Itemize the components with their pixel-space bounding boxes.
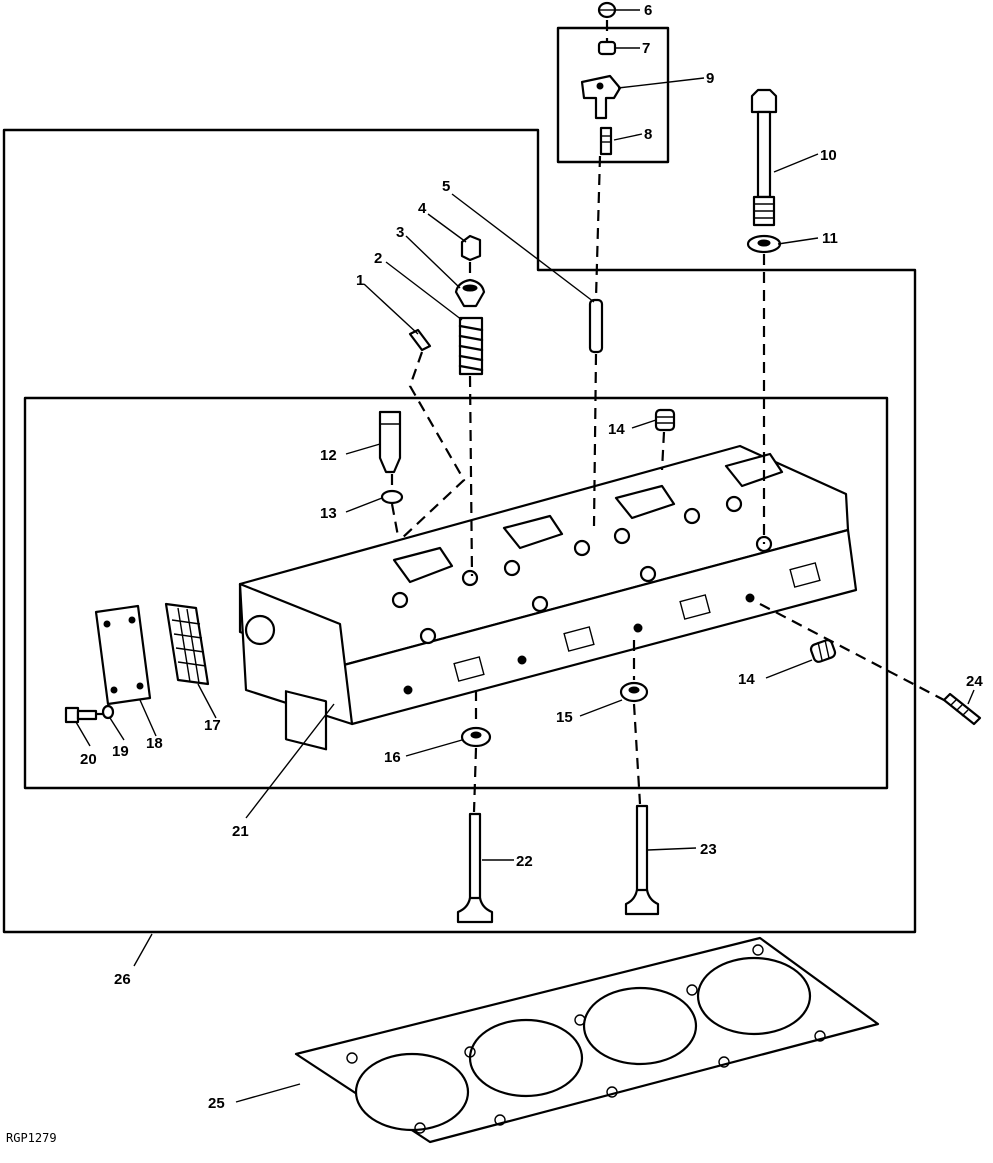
part-23-exhaust-valve [624,804,660,916]
part-17-gasket [164,602,210,686]
head-valve-bosses [391,495,773,645]
part-2-valve-spring [458,316,484,376]
head-ports [453,562,821,682]
callout-16: 16 [384,749,401,766]
callout-12: 12 [320,447,337,464]
part-5-dowel [588,298,604,354]
part-16-seal [460,726,492,748]
part-14-plug-top [654,408,676,432]
callout-17: 17 [204,717,221,734]
callout-18: 18 [146,735,163,752]
callout-24: 24 [966,673,983,690]
callout-1: 1 [356,272,364,289]
assembly-outline [2,128,917,934]
part-7-nut [597,40,617,56]
callout-13: 13 [320,505,337,522]
callout-4: 4 [418,200,427,217]
cylinder-head-frame [23,396,889,790]
part-4-keeper [460,234,482,262]
callout-26: 26 [114,971,131,988]
callout-9: 9 [706,70,714,87]
part-20-bolt [64,706,98,724]
callout-8: 8 [644,126,652,143]
part-3-retainer [454,278,486,308]
part-10-long-bolt [750,88,778,227]
part-21-cylinder-head [238,444,858,751]
part-9-bracket [580,74,622,120]
gasket-holes [346,944,826,1134]
callout-21: 21 [232,823,249,840]
part-6-cap [597,1,617,19]
part-19-washer [101,704,115,720]
callout-5: 5 [442,178,450,195]
assembly-dash-lines [96,20,945,813]
callout-3: 3 [396,224,404,241]
part-22-intake-valve [456,812,494,924]
gasket-bores [354,956,812,1132]
rocker-detail-box [556,26,670,164]
part-1-pin [408,328,432,352]
part-8-stud [599,126,613,156]
part-11-washer [746,234,782,254]
figure-code: RGP1279 [6,1131,57,1145]
callout-22: 22 [516,853,533,870]
part-25-head-gasket [294,936,880,1144]
callout-10: 10 [820,147,837,164]
part-12-sleeve [378,410,402,474]
part-18-cover-plate [94,604,152,706]
callout-2: 2 [374,250,382,267]
callout-7: 7 [642,40,650,57]
head-rocker-pads [392,452,784,584]
callout-11: 11 [822,230,838,247]
leader-lines [75,9,975,1103]
callout-20: 20 [80,751,97,768]
callout-19: 19 [112,743,129,760]
part-13-o-ring [380,489,404,505]
callout-14-top: 14 [608,421,625,438]
callout-25: 25 [208,1095,225,1112]
part-24-stud [942,692,982,726]
part-14-plug-side [809,639,837,663]
callout-labels: 6 7 9 8 10 11 5 4 3 2 1 12 13 14 14 15 1… [80,2,983,1112]
callout-6: 6 [644,2,652,19]
callout-14-side: 14 [738,671,755,688]
part-15-seal [619,681,649,703]
callout-23: 23 [700,841,717,858]
callout-15: 15 [556,709,573,726]
head-bolt-holes [403,593,755,695]
